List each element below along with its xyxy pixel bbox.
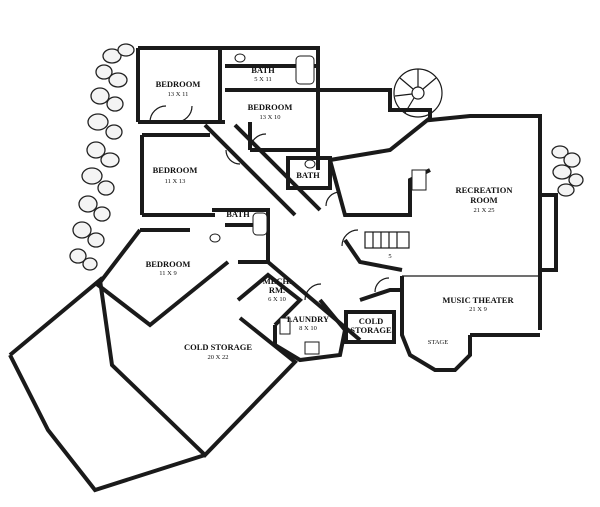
interior-stair <box>364 231 410 249</box>
spiral-stair <box>393 68 443 118</box>
door-swings <box>149 105 390 301</box>
bath1-size: 5 X 11 <box>254 76 271 83</box>
bath1-label: BATH <box>251 65 275 75</box>
laundry-size: 8 X 10 <box>299 325 317 332</box>
room-labels: BEDROOM 13 X 11 BATH 5 X 11 BEDROOM 13 X… <box>146 65 515 361</box>
landscape-shrubs <box>69 43 584 271</box>
walls <box>8 46 558 493</box>
bedroom3-label: BEDROOM <box>153 165 198 175</box>
bedroom4-label: BEDROOM <box>146 259 191 269</box>
mech-label-line1: MECH. <box>263 276 292 286</box>
bedroom4-size: 11 X 9 <box>159 270 176 277</box>
stage-label: STAGE <box>428 339 448 346</box>
bedroom2-size: 13 X 10 <box>260 114 281 121</box>
laundry-label: LAUNDRY <box>287 314 329 324</box>
mech-label-line2: RM. <box>269 285 285 295</box>
cold-storage-large-label: COLD STORAGE <box>184 342 252 352</box>
cold-storage-small-line2: STORAGE <box>350 325 392 335</box>
cold-storage-small-line1: COLD <box>359 316 384 326</box>
recreation-label-line1: RECREATION <box>456 185 514 195</box>
music-theater-size: 21 X 9 <box>469 306 487 313</box>
bedroom2-label: BEDROOM <box>248 102 293 112</box>
cold-storage-large-size: 20 X 22 <box>208 354 229 361</box>
bedroom1-label: BEDROOM <box>156 79 201 89</box>
mech-size: 6 X 10 <box>268 296 286 303</box>
recreation-size: 21 X 25 <box>474 207 495 214</box>
recreation-label-line2: ROOM <box>470 195 497 205</box>
bath3-label: BATH <box>226 209 250 219</box>
stair-step-label: 5 <box>388 253 391 260</box>
bedroom1-size: 13 X 11 <box>168 91 189 98</box>
bath2-label: BATH <box>296 170 320 180</box>
bedroom3-size: 11 X 13 <box>165 178 186 185</box>
music-theater-label: MUSIC THEATER <box>442 295 514 305</box>
fixtures <box>209 53 427 355</box>
